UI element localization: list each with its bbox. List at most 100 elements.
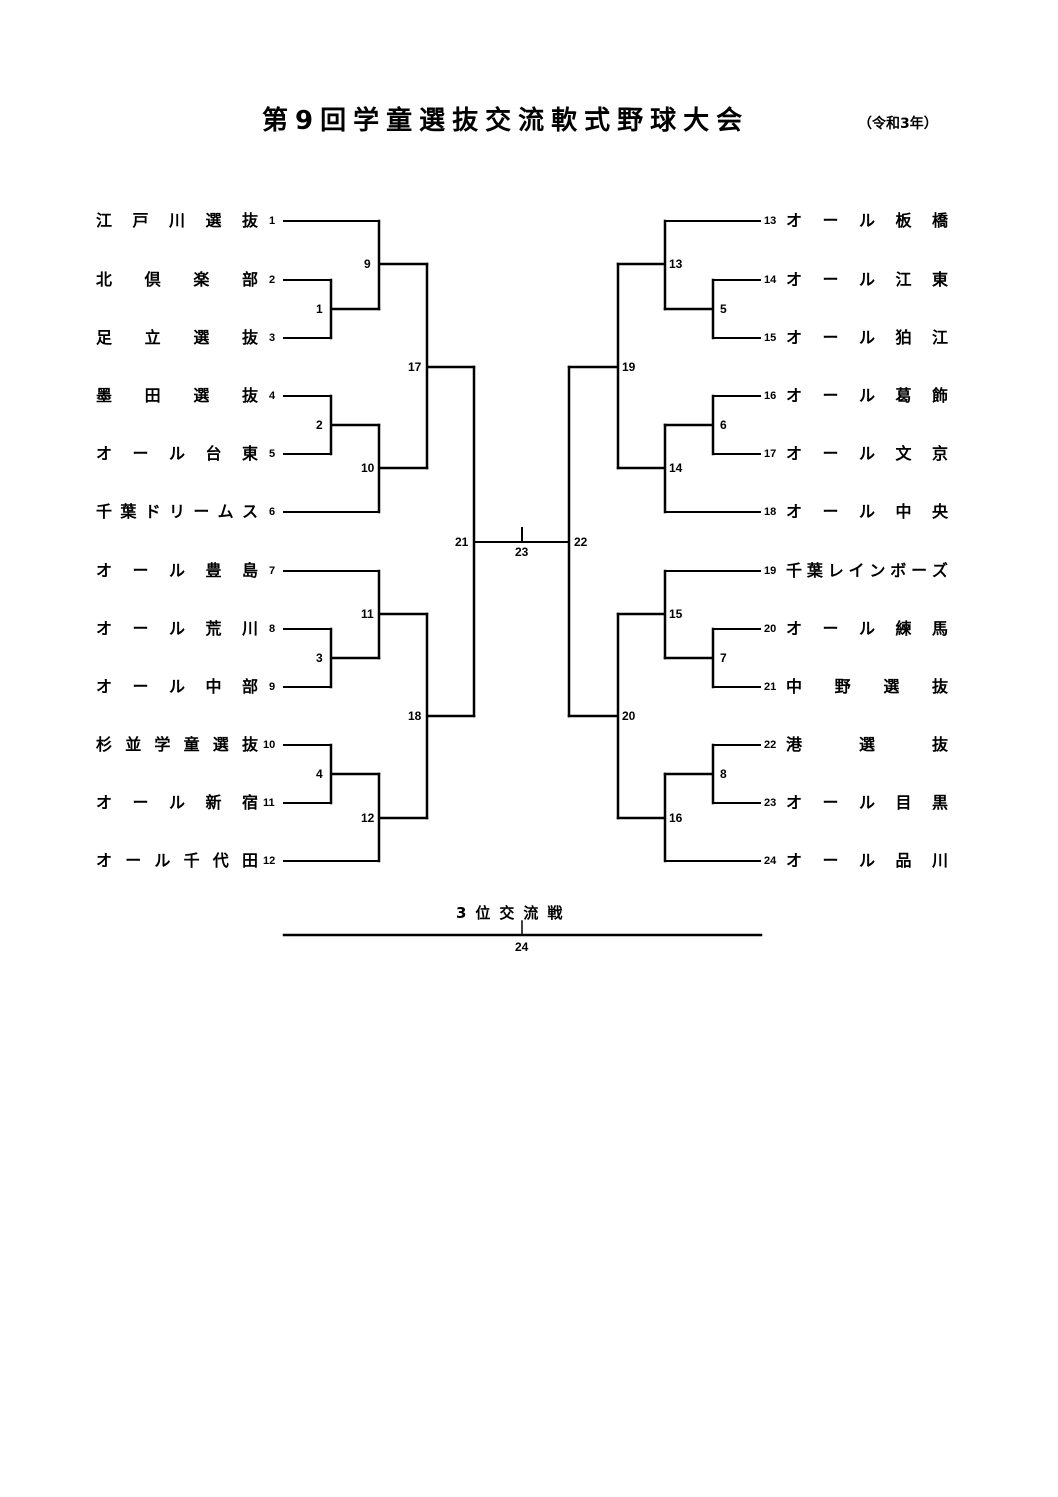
team-name-char: ー (132, 619, 149, 638)
team-name: オール目黒 (786, 793, 948, 813)
team-name-char: レ (827, 561, 844, 580)
team-name-char: ー (822, 444, 839, 463)
team-name-char: ル (168, 619, 185, 638)
seed-number: 2 (269, 274, 276, 286)
match-number: 17 (408, 360, 422, 374)
team-name-char: オ (786, 270, 803, 289)
team-name-char: ー (911, 561, 928, 580)
team-name-char: 選 (193, 328, 210, 347)
seed-number: 19 (764, 565, 777, 577)
team-name-char: 板 (895, 211, 912, 230)
team-name-char: 川 (931, 851, 948, 870)
team-name-char: 抜 (241, 328, 258, 347)
team-name-char: ル (858, 386, 875, 405)
team-name-char: ル (858, 851, 875, 870)
team-name-char: 抜 (931, 735, 948, 754)
seed-number: 9 (269, 681, 276, 693)
line-match-4 (329, 743, 381, 805)
line-match-14 (616, 423, 667, 514)
team-name-char: 荒 (205, 619, 222, 638)
team-name-char: ス (241, 502, 258, 521)
seed-number: 18 (764, 506, 777, 518)
team-name-char: ル (858, 270, 875, 289)
seed-number: 7 (269, 565, 276, 577)
team-name-char: 葛 (895, 386, 912, 405)
team-name-char: 豊 (205, 561, 222, 580)
seed-number: 3 (269, 332, 276, 344)
team-name-char: 川 (168, 211, 185, 230)
match-number: 3 (316, 651, 323, 665)
line-match-9 (377, 219, 429, 311)
match-number: 19 (622, 360, 636, 374)
match-number: 6 (720, 418, 727, 432)
match-number: 13 (669, 257, 683, 271)
team-name-char: ル (154, 851, 171, 870)
team-name-char: 中 (205, 677, 222, 696)
match-number: 5 (720, 302, 727, 316)
team-name-char: ボ (890, 561, 907, 580)
team-name-char: ル (858, 502, 875, 521)
seed-number: 12 (263, 855, 276, 867)
team-name-char: 童 (183, 735, 200, 754)
team-name-char: 練 (895, 619, 912, 638)
team-name-char: オ (786, 386, 803, 405)
team-name-char: オ (96, 619, 113, 638)
team-name-char: ズ (931, 561, 948, 580)
team-name-char: 部 (241, 677, 258, 696)
match-number: 14 (669, 461, 683, 475)
team-name-char: 抜 (241, 386, 258, 405)
team-name-char: ン (869, 561, 886, 580)
match-number: 22 (574, 535, 588, 549)
team-name: オール品川 (786, 851, 948, 871)
seed-number: 24 (764, 855, 777, 867)
team-name-char: 戸 (132, 211, 149, 230)
team-name: 港選抜 (786, 735, 948, 755)
team-name: 墨田選抜 (96, 386, 258, 406)
third-place-match-number: 24 (515, 940, 529, 954)
line-match-1 (329, 278, 381, 340)
seed-number: 5 (269, 448, 276, 460)
team-name: 北倶楽部 (96, 270, 258, 290)
team-name: オール豊島 (96, 561, 258, 581)
line-match-15 (616, 569, 667, 660)
seed-number: 15 (764, 332, 777, 344)
seed-number: 22 (764, 739, 777, 751)
team-name-char: 橋 (931, 211, 948, 230)
team-name-char: オ (786, 793, 803, 812)
team-name-char: 川 (241, 619, 258, 638)
team-name-char: 選 (883, 677, 900, 696)
team-name-char: ー (822, 211, 839, 230)
seed-number: 10 (263, 739, 276, 751)
team-name-char: 抜 (241, 735, 258, 754)
team-name: 杉並学童選抜 (96, 735, 258, 755)
team-name-char: オ (96, 677, 113, 696)
line-match-20 (567, 612, 620, 820)
line-match-18 (425, 612, 476, 820)
team-name-char: オ (786, 851, 803, 870)
team-name-char: 東 (931, 270, 948, 289)
team-name-char: オ (786, 211, 803, 230)
team-name-char: 中 (895, 502, 912, 521)
team-name-char: オ (96, 561, 113, 580)
team-name-char: 田 (144, 386, 161, 405)
team-name-char: 江 (895, 270, 912, 289)
match-number: 18 (408, 709, 422, 723)
team-name-char: オ (786, 502, 803, 521)
match-number: 10 (361, 461, 375, 475)
team-name-char: オ (786, 619, 803, 638)
seed-number: 4 (269, 390, 276, 402)
team-name-char: 選 (212, 735, 229, 754)
team-name-char: 学 (154, 735, 171, 754)
team-name-char: ー (132, 793, 149, 812)
tournament-title: 第9回学童選抜交流軟式野球大会 (262, 106, 750, 136)
team-name-char: ー (132, 561, 149, 580)
team-name-char: 千 (96, 502, 113, 521)
seed-number: 21 (764, 681, 777, 693)
line-match-6 (663, 394, 715, 456)
team-name-char: 立 (144, 328, 161, 347)
team-name-char: 央 (931, 502, 948, 521)
team-name-char: 文 (895, 444, 912, 463)
team-name-char: ル (168, 444, 185, 463)
team-name-char: 墨 (96, 386, 113, 405)
